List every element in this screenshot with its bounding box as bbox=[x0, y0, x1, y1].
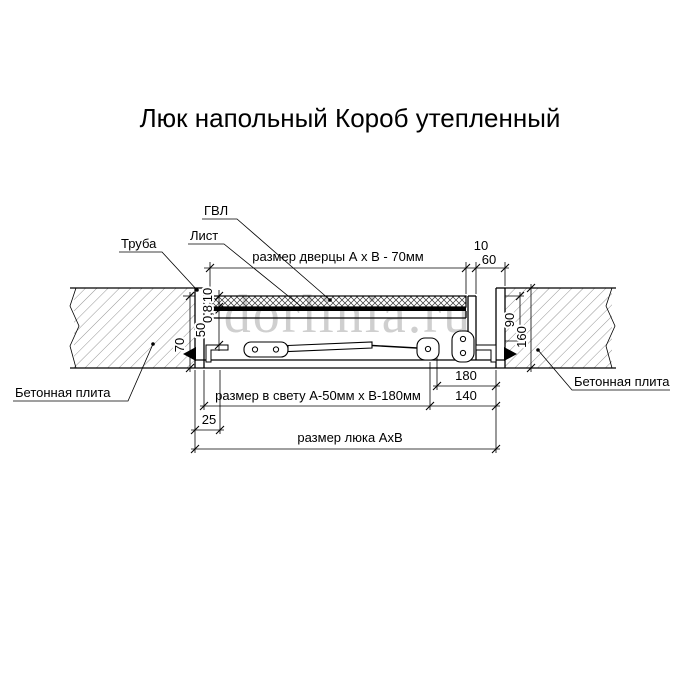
tick bbox=[185, 291, 195, 301]
tick bbox=[190, 425, 200, 435]
slab-right-break-line bbox=[605, 287, 616, 369]
dim-top-gap-10: 10 bbox=[474, 238, 488, 253]
hatch-lid bbox=[209, 295, 467, 319]
dim-right-160: 160 bbox=[514, 326, 529, 348]
label-gvl: ГВЛ bbox=[204, 203, 228, 218]
hinge-plate-left bbox=[243, 341, 289, 358]
drawing-title: Люк напольный Короб утепленный bbox=[140, 103, 561, 133]
label-tube: Труба bbox=[121, 236, 157, 251]
watermark: dorlinia.ru bbox=[224, 284, 472, 344]
slab-left-break-line bbox=[69, 287, 80, 369]
dimension-ticks bbox=[185, 263, 536, 454]
gas-strut-mechanism bbox=[205, 330, 497, 363]
bolt-hole bbox=[272, 346, 280, 353]
dim-180: 180 bbox=[455, 368, 477, 383]
label-concrete-left: Бетонная плита bbox=[15, 385, 111, 400]
leader-dot bbox=[151, 342, 155, 346]
corner-bracket-left bbox=[205, 344, 229, 363]
concrete-hatch-right bbox=[505, 288, 612, 368]
tick bbox=[214, 302, 224, 312]
dimension-lines bbox=[189, 267, 532, 450]
tick bbox=[199, 401, 209, 411]
dim-gvl-10: 10 bbox=[200, 288, 215, 302]
tick bbox=[526, 283, 536, 293]
dim-leaf-50: 50 bbox=[193, 323, 208, 337]
corner-bracket-right bbox=[475, 344, 497, 363]
mounting-plate-right bbox=[451, 330, 475, 363]
anchor-marks bbox=[183, 347, 517, 361]
tick bbox=[491, 401, 501, 411]
concrete-hatch-left bbox=[74, 288, 195, 368]
dim-right-90: 90 bbox=[502, 313, 517, 327]
tick bbox=[515, 291, 525, 301]
tick bbox=[461, 263, 471, 273]
dim-door-size: размер дверцы А х В - 70мм bbox=[252, 249, 424, 264]
dim-frame-60: 60 bbox=[482, 252, 496, 267]
tick bbox=[215, 425, 225, 435]
dim-25: 25 bbox=[202, 412, 216, 427]
bolt-hole bbox=[251, 346, 259, 353]
anchor-left bbox=[183, 347, 196, 361]
tick bbox=[205, 263, 215, 273]
leader-dot bbox=[195, 288, 199, 292]
gvl-layer bbox=[209, 295, 467, 308]
tick bbox=[214, 340, 224, 350]
tick bbox=[190, 444, 200, 454]
leader-sheet bbox=[188, 243, 304, 309]
dim-depth-70: 70 bbox=[172, 338, 187, 352]
callout-leaders bbox=[13, 218, 670, 402]
leader-dot bbox=[536, 348, 540, 352]
tick bbox=[515, 336, 525, 346]
concrete-slab-right bbox=[505, 287, 616, 369]
bolt-hole bbox=[459, 335, 467, 343]
concrete-slab-left bbox=[69, 287, 195, 369]
tick bbox=[500, 263, 510, 273]
label-sheet: Лист bbox=[190, 228, 218, 243]
anchor-right bbox=[504, 347, 517, 361]
leader-dot bbox=[328, 298, 332, 302]
tick bbox=[185, 363, 195, 373]
tick bbox=[526, 363, 536, 373]
tick bbox=[432, 381, 442, 391]
callout-labels: ГВЛ Лист Труба Бетонная плита Бетонная п… bbox=[15, 203, 670, 400]
leader-concrete-left bbox=[13, 343, 154, 402]
tick bbox=[491, 444, 501, 454]
pivot-hole bbox=[424, 345, 432, 353]
tick bbox=[214, 291, 224, 301]
dim-clear-size: размер в свету А-50мм х В-180мм bbox=[215, 388, 421, 403]
tick bbox=[491, 381, 501, 391]
leader-dot bbox=[301, 306, 305, 310]
tick bbox=[425, 401, 435, 411]
label-concrete-right: Бетонная плита bbox=[574, 374, 670, 389]
bolt-hole bbox=[459, 349, 467, 357]
dim-sheet-08: 0,8 bbox=[200, 305, 215, 323]
leader-gvl bbox=[202, 218, 331, 301]
tick bbox=[214, 305, 224, 315]
dimension-labels: размер дверцы А х В - 70мм 10 60 10 0,8 … bbox=[170, 238, 531, 445]
dim-hatch-size: размер люка АхВ bbox=[297, 430, 402, 445]
tick bbox=[471, 263, 481, 273]
leader-tube bbox=[119, 251, 198, 291]
strut-cylinder bbox=[287, 341, 373, 353]
leader-concrete-right bbox=[537, 349, 670, 391]
dim-140: 140 bbox=[455, 388, 477, 403]
steel-sheet-layer bbox=[210, 307, 466, 311]
